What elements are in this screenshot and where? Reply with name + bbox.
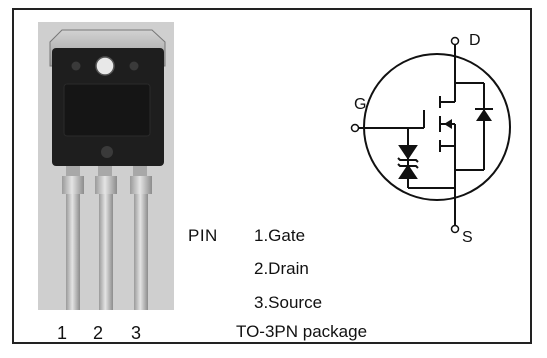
package-label-area [63,83,151,137]
ejector-mark [129,61,139,71]
ejector-mark [101,146,113,158]
pin-number-3: 3 [131,323,142,343]
lead-1 [66,194,80,310]
lead-wide-2 [95,176,117,194]
lead-2 [99,194,113,310]
pin-number-2: 2 [93,323,104,343]
source-label: S [462,229,473,246]
mounting-hole [95,56,115,76]
pin-heading: PIN [188,226,218,245]
lead-wide-3 [130,176,152,194]
pin-item-gate: 1.Gate [254,226,306,245]
lead-wide-1 [62,176,84,194]
body-arrow [444,119,452,129]
drain-terminal [450,36,460,46]
pin-number-1: 1 [57,323,68,343]
pin-item-source: 3.Source [254,293,323,312]
diode-icon [475,108,493,121]
gate-terminal [350,123,360,133]
source-terminal [450,224,460,234]
gate-label: G [354,96,367,113]
drain-label: D [469,32,481,49]
package-label: TO-3PN package [236,322,368,341]
lead-3 [134,194,148,310]
zener-diode-icon [397,145,419,179]
pin-item-drain: 2.Drain [254,259,309,278]
ejector-mark [71,61,81,71]
